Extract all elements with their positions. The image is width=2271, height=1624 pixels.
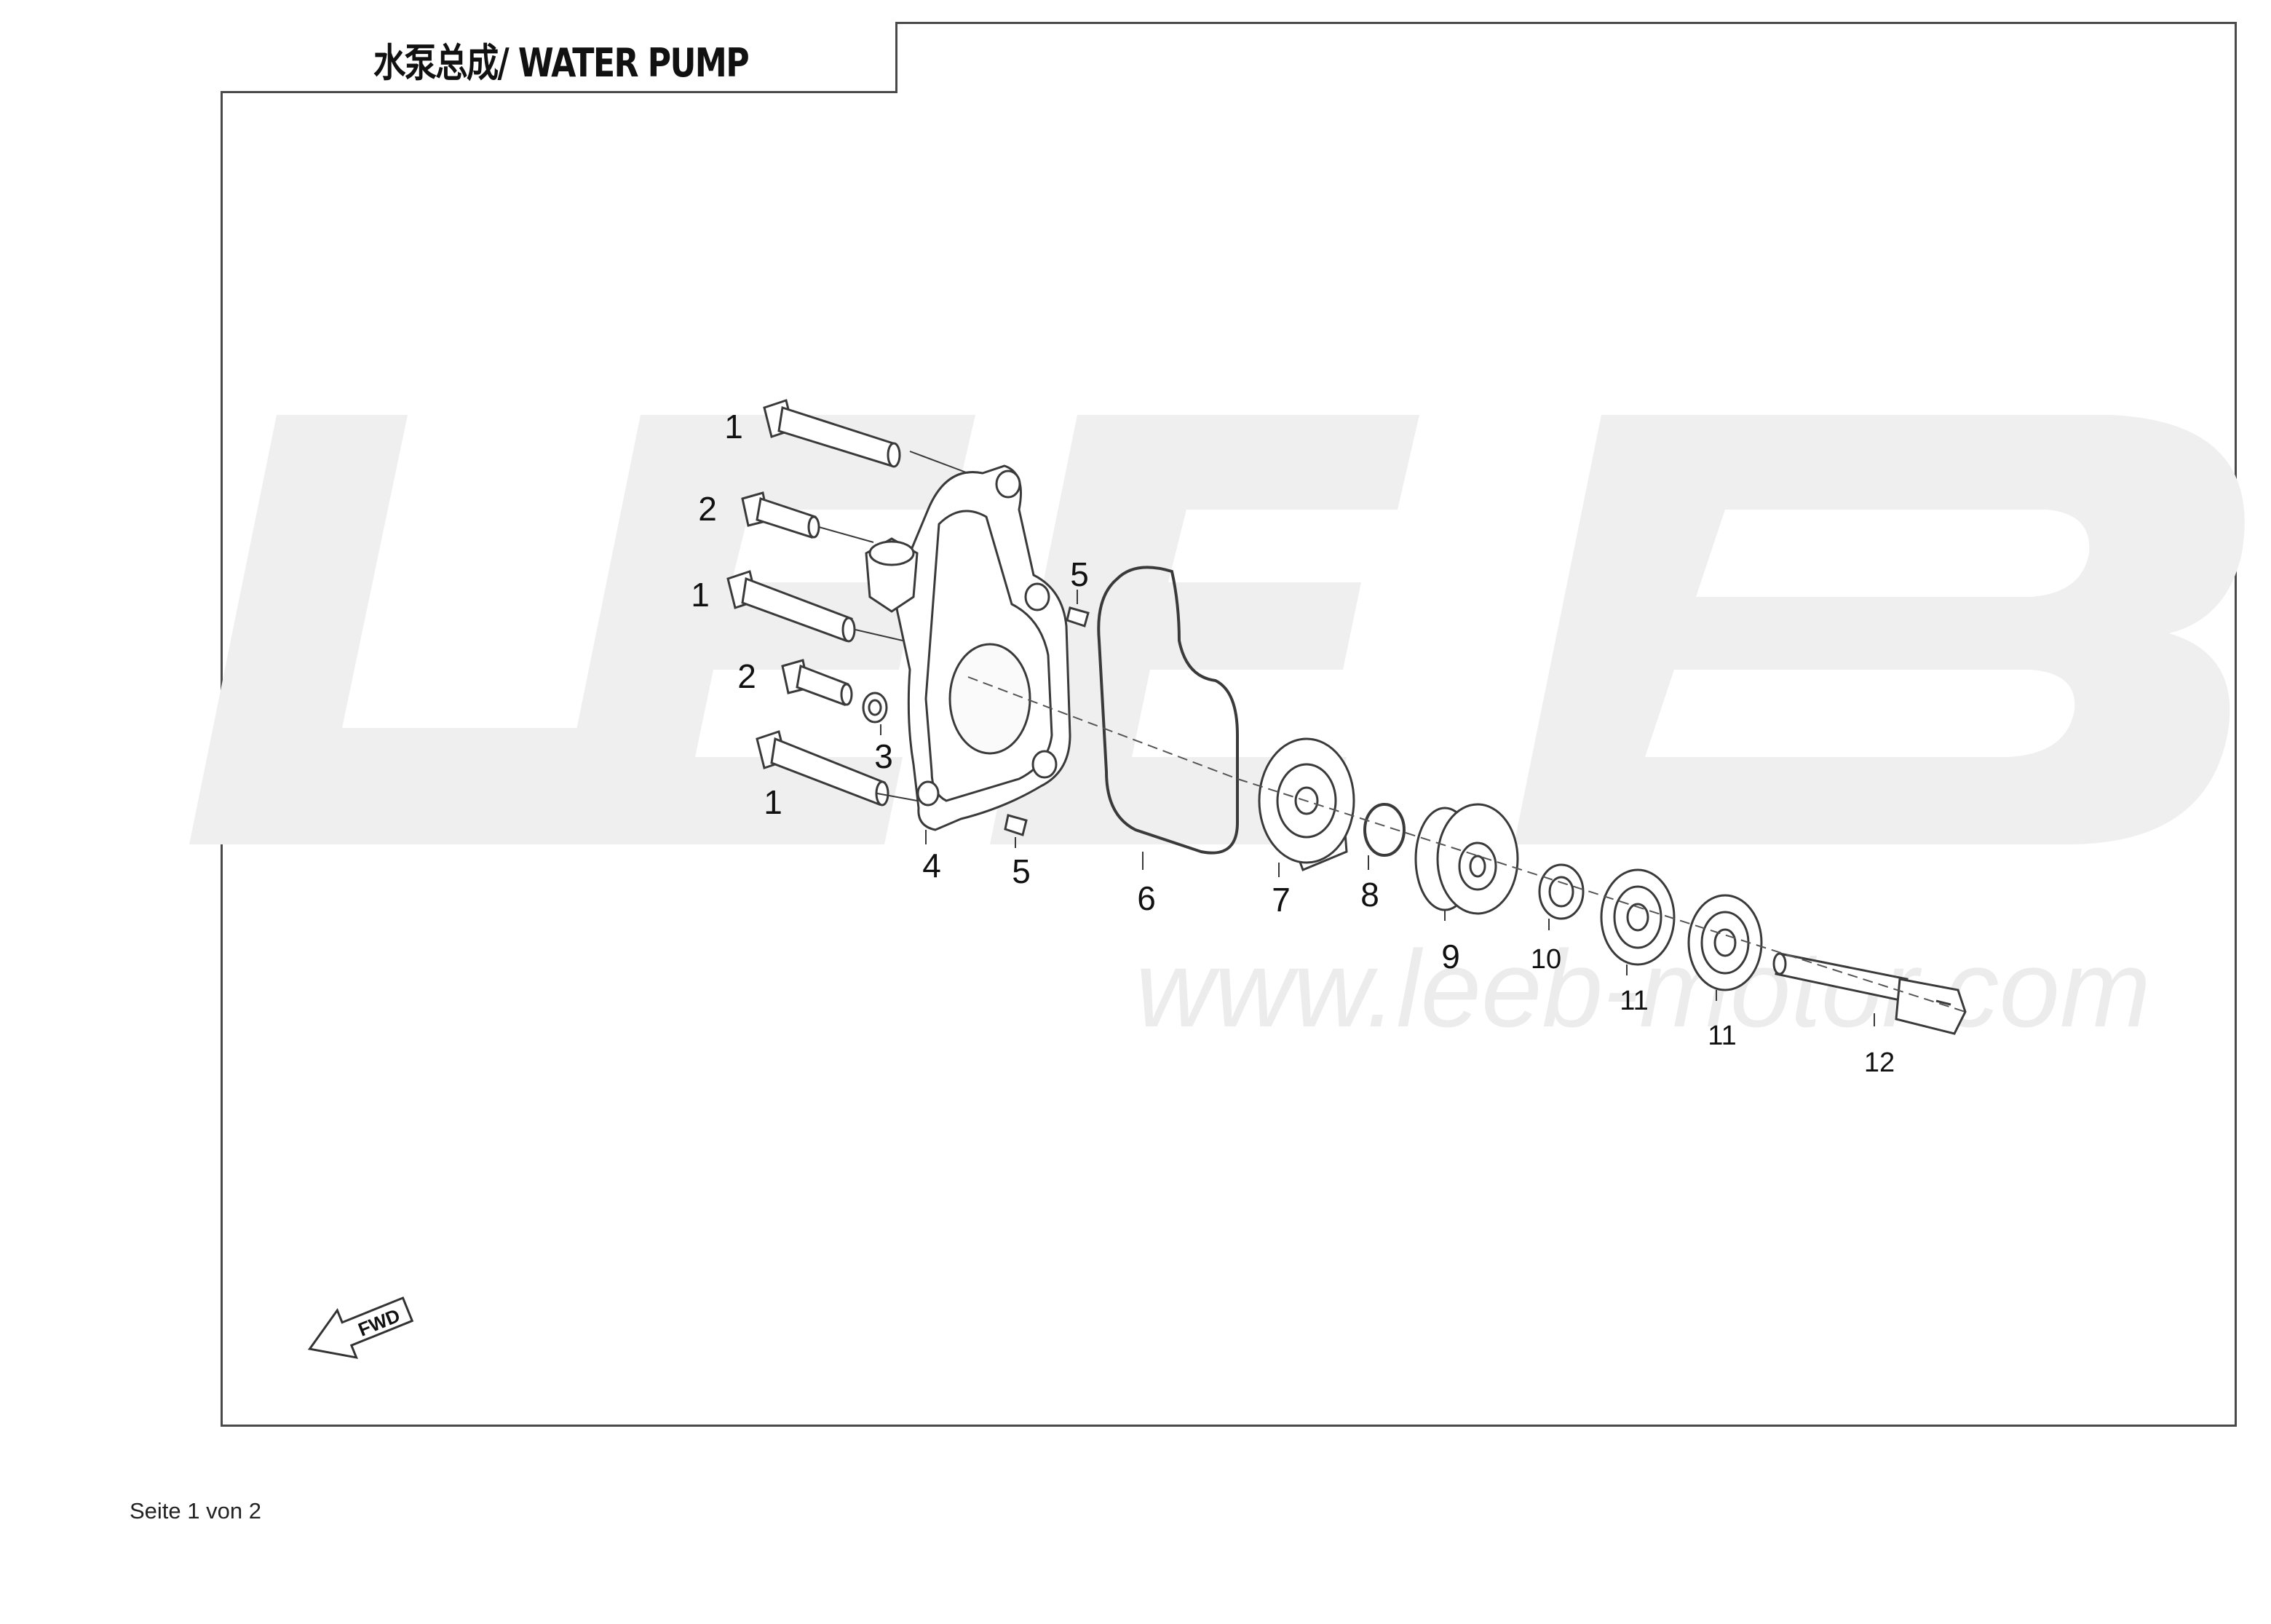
dowel-pin-icon (1066, 606, 1090, 627)
callout-label: 1 (764, 783, 782, 821)
gasket-icon (1097, 566, 1239, 855)
callout-label: 7 (1272, 881, 1291, 919)
page-footer: Seite 1 von 2 (130, 1498, 261, 1524)
callout-label: 9 (1441, 938, 1460, 975)
bolt-long-icon (726, 570, 856, 643)
callout-label: 6 (1137, 879, 1156, 917)
callout-label: 5 (1012, 852, 1031, 890)
callout-label: 3 (874, 737, 893, 775)
callout-label: 2 (698, 490, 717, 528)
callout-label: 4 (922, 847, 941, 884)
bearing-icon (1687, 894, 1763, 991)
callout-label: 2 (737, 657, 756, 695)
pump-shaft-icon (1772, 952, 1967, 1035)
callout-label: 12 (1864, 1047, 1895, 1078)
bolt-long-icon (756, 730, 889, 807)
dowel-pin-icon (1004, 814, 1028, 836)
mechanical-seal-icon (1414, 803, 1519, 915)
callout-label: 11 (1620, 986, 1648, 1016)
o-ring-icon (1363, 803, 1406, 857)
title-box: 水泵总成/ WATER PUMP (221, 22, 897, 93)
bolt-long-icon (763, 399, 901, 468)
pump-cover-icon (865, 464, 1071, 831)
leader-lines (818, 451, 1875, 1026)
page-title: 水泵总成/ WATER PUMP (373, 40, 750, 86)
forward-direction-arrow-icon: FWD (307, 1296, 414, 1359)
oil-seal-icon (1538, 863, 1585, 920)
washer-icon (862, 692, 888, 724)
callout-label: 8 (1360, 876, 1379, 914)
leeb-watermark-logo (189, 415, 2245, 844)
callout-label: 10 (1531, 944, 1561, 975)
callout-label: 1 (724, 408, 743, 445)
bearing-icon (1600, 868, 1676, 966)
impeller-icon (1258, 737, 1355, 871)
bolt-short-icon (781, 659, 853, 707)
callout-label: 5 (1070, 555, 1089, 593)
callout-label: 1 (691, 576, 710, 614)
callout-label: 11 (1708, 1021, 1736, 1051)
bolt-short-icon (741, 491, 820, 539)
